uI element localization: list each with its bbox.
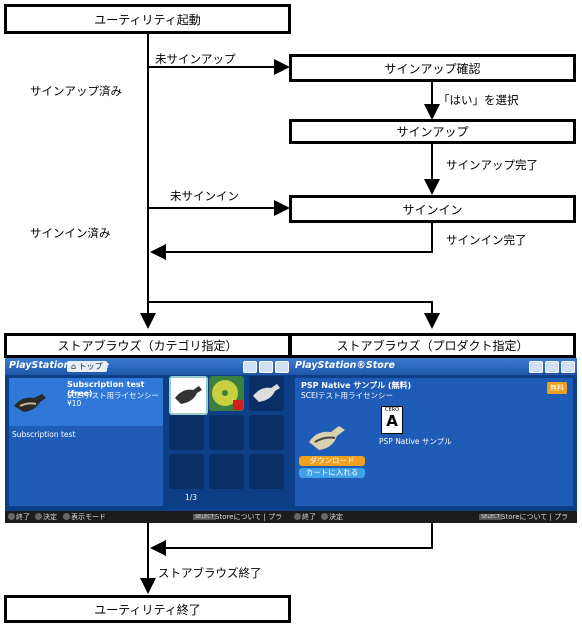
grid-item-bird[interactable]: [249, 376, 284, 411]
label-not-signed-up: 未サインアップ: [155, 52, 236, 66]
free-badge: 無料: [547, 382, 567, 394]
download-button[interactable]: ダウンロード: [299, 456, 365, 466]
cero-rating-icon: CERO A: [381, 406, 403, 434]
label-store-end: ストアブラウズ終了: [158, 566, 262, 580]
label-signed-in: サインイン済み: [30, 226, 111, 240]
grid-item-bird-selected[interactable]: [169, 376, 208, 415]
label-signup-done: サインアップ完了: [446, 158, 538, 172]
grid-cell-empty[interactable]: [209, 415, 244, 450]
item-price: ¥10: [67, 399, 82, 408]
search-icon[interactable]: [529, 361, 543, 373]
node-utility-end: ユーティリティ終了: [4, 595, 291, 623]
node-signup-confirm: サインアップ確認: [289, 54, 576, 82]
label-signin-done: サインイン完了: [446, 233, 527, 247]
grid-cell-empty[interactable]: [169, 454, 204, 489]
cart-icon[interactable]: [275, 361, 289, 373]
store-logo: PlayStation®Store: [9, 360, 109, 371]
download-list-icon[interactable]: [545, 361, 559, 373]
item-description-panel: Subscription test: [9, 426, 163, 506]
node-signin: サインイン: [289, 195, 576, 223]
bird-icon: [253, 384, 280, 402]
store-product-screenshot: PlayStation®Store PSP Native サンプル (無料) S…: [291, 358, 577, 523]
grid-cell-empty[interactable]: [249, 454, 284, 489]
grid-item-disc[interactable]: [209, 376, 244, 411]
label-select-yes: 「はい」を選択: [438, 93, 519, 107]
product-name: PSP Native サンプル: [379, 437, 452, 446]
item-title: Subscription test (free): [67, 380, 145, 398]
selected-item-panel[interactable]: Subscription test (free) SCEIテスト用ライセンシー …: [9, 378, 163, 426]
product-license: SCEIテスト用ライセンシー: [301, 391, 393, 400]
store-footer: 終了 決定 表示モード SELECT Storeについて | プラ: [5, 511, 291, 523]
download-list-icon[interactable]: [259, 361, 273, 373]
store-footer: 終了 決定 SELECT Storeについて | プラ: [291, 511, 577, 523]
product-detail-panel: PSP Native サンプル (無料) SCEIテスト用ライセンシー 無料 C…: [295, 378, 573, 506]
store-header-bar: PlayStation®Store: [291, 358, 577, 375]
edge-to-product: [148, 301, 440, 329]
node-utility-start: ユーティリティ起動: [4, 4, 291, 34]
node-store-product: ストアブラウズ（プロダクト指定）: [289, 333, 576, 358]
edge-product-end: [150, 517, 433, 556]
bird-icon: [309, 426, 345, 450]
store-category-screenshot: PlayStation®Store ⌂ トップ Subscription tes…: [5, 358, 291, 523]
search-icon[interactable]: [243, 361, 257, 373]
pager: 1/3: [185, 493, 198, 502]
node-signup: サインアップ: [289, 119, 576, 144]
product-title: PSP Native サンプル (無料): [301, 381, 412, 390]
disc-icon: [212, 380, 243, 410]
grid-cell-empty[interactable]: [209, 454, 244, 489]
node-store-category: ストアブラウズ（カテゴリ指定）: [4, 333, 291, 358]
edge-signin-done: [150, 223, 433, 260]
bird-thumbnail-icon: [14, 394, 46, 412]
label-signed-up: サインアップ済み: [30, 84, 122, 98]
item-license: SCEIテスト用ライセンシー: [67, 391, 159, 400]
grid-cell-empty[interactable]: [169, 415, 204, 450]
bird-icon: [175, 386, 202, 404]
tab-top[interactable]: ⌂ トップ: [67, 361, 107, 372]
label-not-signed-in: 未サインイン: [170, 189, 239, 203]
cart-icon[interactable]: [561, 361, 575, 373]
store-header-bar: PlayStation®Store ⌂ トップ: [5, 358, 291, 375]
add-to-cart-button[interactable]: カートに入れる: [299, 468, 365, 478]
item-description: Subscription test: [12, 430, 76, 439]
store-logo: PlayStation®Store: [295, 360, 395, 371]
grid-cell-empty[interactable]: [249, 415, 284, 450]
